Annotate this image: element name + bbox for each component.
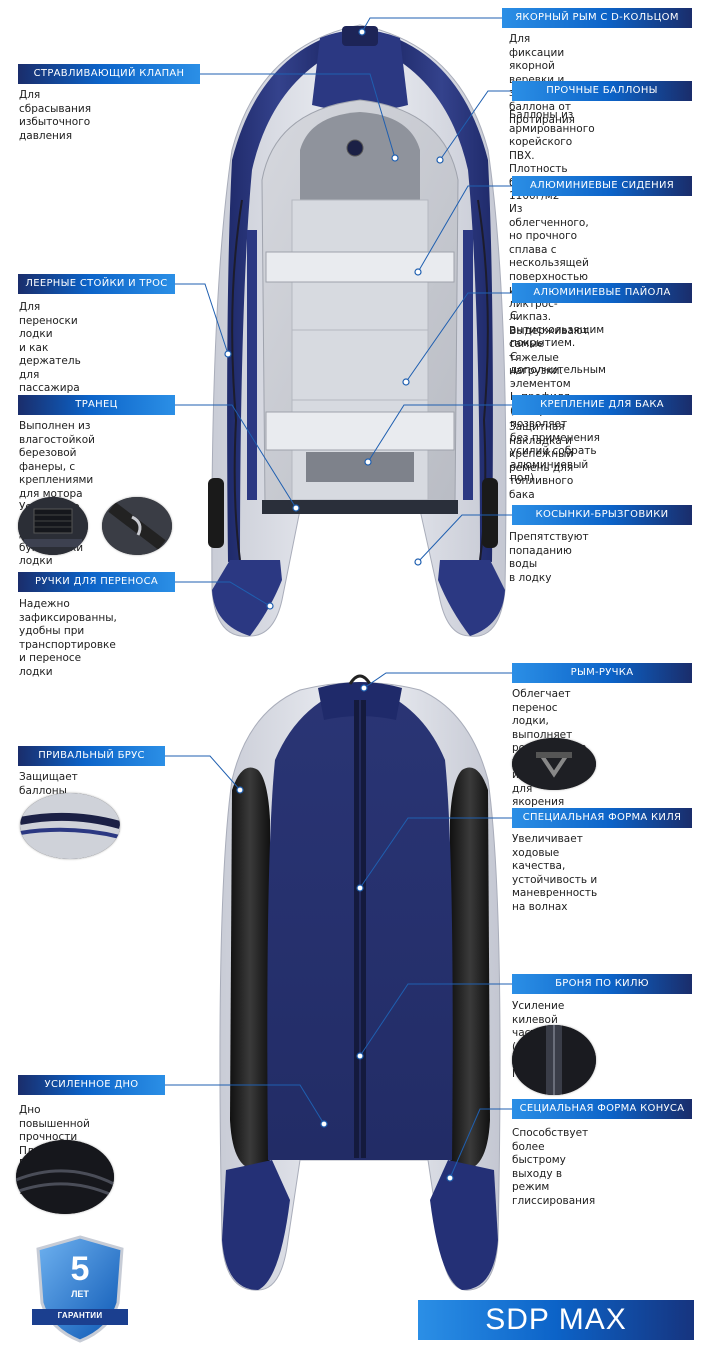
leader-lines [165, 17, 512, 1179]
callout-title: ЛЕЕРНЫЕ СТОЙКИ И ТРОС [18, 274, 175, 294]
boat-bottom-view [219, 674, 501, 1291]
callout-text: Способствует более быстрому выходу в реж… [512, 1127, 596, 1207]
callout-text: Надежно зафиксированны, удобны при транс… [19, 598, 117, 678]
rub-strake-thumbnail [20, 793, 120, 859]
callout-title: РУЧКИ ДЛЯ ПЕРЕНОСА [18, 572, 175, 592]
model-banner: SDP MAX [418, 1300, 694, 1340]
handle-ring-thumbnail [512, 738, 596, 790]
callout-title: ТРАНЕЦ [18, 395, 175, 415]
callout-title: ПРОЧНЫЕ БАЛЛОНЫ [512, 81, 692, 101]
warranty-unit: ЛЕТ [71, 1289, 89, 1299]
warranty-badge: 5 ЛЕТ ГАРАНТИИ [30, 1233, 130, 1345]
u-bolt-detail-thumbnail [102, 497, 172, 555]
callout-text: Препятствуют попаданию воды в лодку [509, 531, 589, 584]
callout-text: Увеличивает ходовые качества, устойчивос… [512, 833, 598, 913]
transom-detail-thumbnail [18, 497, 88, 555]
callout-title: РЫМ-РУЧКА [512, 663, 692, 683]
callout-title: АЛЮМИНИЕВЫЕ ПАЙОЛА [512, 283, 692, 303]
warranty-ribbon: ГАРАНТИИ [57, 1311, 103, 1320]
callout-text: Для фиксации якорной веревки и защиты ба… [509, 33, 575, 126]
callout-title: БРОНЯ ПО КИЛЮ [512, 974, 692, 994]
callout-title: ПРИВАЛЬНЫЙ БРУС [18, 746, 165, 766]
bottom-thumbnail [16, 1140, 114, 1214]
callout-title: СЕЦИАЛЬНАЯ ФОРМА КОНУСА [512, 1099, 692, 1119]
callout-title: УСИЛЕННОЕ ДНО [18, 1075, 165, 1095]
shield-icon [32, 1235, 128, 1343]
callout-text: Для переноски лодки и как держатель для … [19, 301, 81, 394]
boat-top-view [208, 24, 507, 637]
callout-text: Защитная накладка и крепежный ремень для… [509, 421, 574, 501]
callout-title: АЛЮМИНИЕВЫЕ СИДЕНИЯ [512, 176, 692, 196]
callout-title: СТРАВЛИВАЮЩИЙ КЛАПАН [18, 64, 200, 84]
leader-dots [224, 28, 454, 1182]
keel-guard-thumbnail [512, 1025, 596, 1095]
warranty-years: 5 [70, 1250, 90, 1288]
callout-title: КРЕПЛЕНИЕ ДЛЯ БАКА [512, 395, 692, 415]
callout-title: ЯКОРНЫЙ РЫМ С D-КОЛЬЦОМ [502, 8, 692, 28]
callout-title: СПЕЦИАЛЬНАЯ ФОРМА КИЛЯ [512, 808, 692, 828]
callout-text: Для сбрасывания избыточного давления [19, 89, 92, 142]
model-name: SDP MAX [485, 1303, 627, 1336]
callout-title: КОСЫНКИ-БРЫЗГОВИКИ [512, 505, 692, 525]
callout-text: Из облегченного, но прочного сплава с не… [509, 203, 589, 377]
